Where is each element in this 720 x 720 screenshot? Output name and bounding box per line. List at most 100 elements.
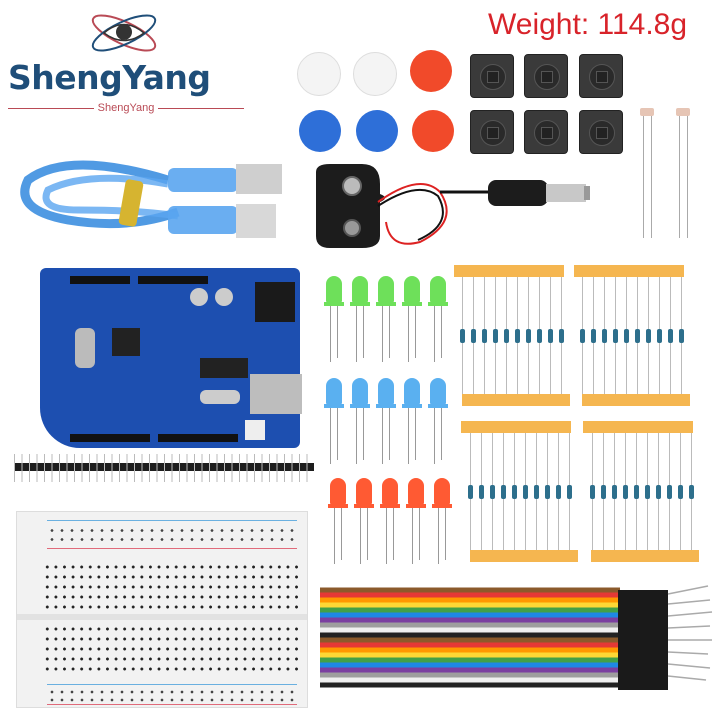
resistor-tape — [461, 421, 571, 433]
led-lead — [386, 508, 387, 564]
tactile-switch — [524, 110, 568, 154]
led — [430, 276, 446, 302]
led-lead — [363, 408, 364, 460]
led-lead — [438, 508, 439, 564]
led-lead — [408, 408, 409, 464]
resistor — [504, 328, 509, 343]
led — [352, 378, 368, 404]
tactile-switch — [470, 54, 514, 98]
led-lead — [337, 306, 338, 358]
led — [326, 276, 342, 302]
rail-line-red — [47, 704, 297, 705]
lead — [643, 116, 644, 238]
divider — [158, 107, 244, 109]
resistor — [490, 484, 495, 499]
terminal-holes — [43, 562, 303, 612]
header-power — [138, 276, 208, 284]
led-lead — [419, 508, 420, 560]
resistor-tape — [462, 394, 570, 406]
resistor — [556, 484, 561, 499]
resistor — [580, 328, 585, 343]
button-cap-red — [410, 50, 452, 92]
resistor-tape — [583, 421, 693, 433]
led-lead — [445, 508, 446, 560]
led-lead — [441, 408, 442, 460]
resistor — [613, 328, 618, 343]
crystal — [200, 390, 240, 404]
header-digital — [70, 434, 150, 442]
arduino-board — [40, 268, 302, 448]
center-channel — [17, 614, 307, 620]
led-lead — [341, 508, 342, 560]
led-lead — [415, 306, 416, 358]
led-rim — [328, 504, 348, 508]
breadboard — [16, 511, 308, 708]
dc-jack — [255, 282, 295, 322]
led-rim — [324, 302, 344, 306]
resistor — [534, 484, 539, 499]
led-lead — [337, 408, 338, 460]
lead — [687, 116, 688, 238]
header-analog — [70, 276, 130, 284]
power-rail-holes — [47, 688, 297, 702]
led-rim — [324, 404, 344, 408]
battery-snap-dc-jack — [310, 162, 610, 252]
resistor-tape — [454, 265, 564, 277]
led-lead — [356, 408, 357, 464]
reset-button — [245, 420, 265, 440]
led-rim — [350, 404, 370, 408]
jumper-wires — [318, 576, 718, 696]
microcontroller-chip — [112, 328, 140, 356]
resistor — [679, 328, 684, 343]
rail-line-blue — [47, 520, 297, 521]
button-cap-white — [297, 52, 341, 96]
resistor — [471, 328, 476, 343]
resistor — [537, 328, 542, 343]
power-rail-holes — [47, 526, 297, 544]
led — [434, 478, 450, 504]
led-lead — [408, 306, 409, 362]
rail-line-blue — [47, 684, 297, 685]
crystal — [75, 328, 95, 368]
led-rim — [350, 302, 370, 306]
resistor — [668, 328, 673, 343]
button-cap-blue — [299, 110, 341, 152]
resistor — [645, 484, 650, 499]
weight-label: Weight: 114.8g — [488, 8, 688, 41]
led — [382, 478, 398, 504]
resistor — [667, 484, 672, 499]
led-rim — [428, 404, 448, 408]
resistor — [501, 484, 506, 499]
brand-name: ShengYang — [8, 58, 211, 97]
photoresistor — [676, 108, 690, 116]
resistor — [602, 328, 607, 343]
led-rim — [402, 404, 422, 408]
led-rim — [354, 504, 374, 508]
led — [326, 378, 342, 404]
led-rim — [380, 504, 400, 508]
resistor — [545, 484, 550, 499]
resistor — [624, 328, 629, 343]
capacitor — [190, 288, 208, 306]
resistor — [479, 484, 484, 499]
led-lead — [360, 508, 361, 564]
led-rim — [432, 504, 452, 508]
button-cap-white — [353, 52, 397, 96]
led-rim — [376, 302, 396, 306]
resistor — [493, 328, 498, 343]
usb-cable — [8, 140, 288, 250]
resistor-tape — [591, 550, 699, 562]
led — [404, 378, 420, 404]
led — [356, 478, 372, 504]
led-lead — [434, 306, 435, 362]
led — [352, 276, 368, 302]
eye-logo-icon — [88, 8, 160, 58]
terminal-holes — [43, 624, 303, 674]
tactile-switch — [470, 110, 514, 154]
resistor — [482, 328, 487, 343]
resistor — [612, 484, 617, 499]
brand-subtitle: ShengYang — [97, 102, 155, 114]
resistor — [601, 484, 606, 499]
led-lead — [356, 306, 357, 362]
